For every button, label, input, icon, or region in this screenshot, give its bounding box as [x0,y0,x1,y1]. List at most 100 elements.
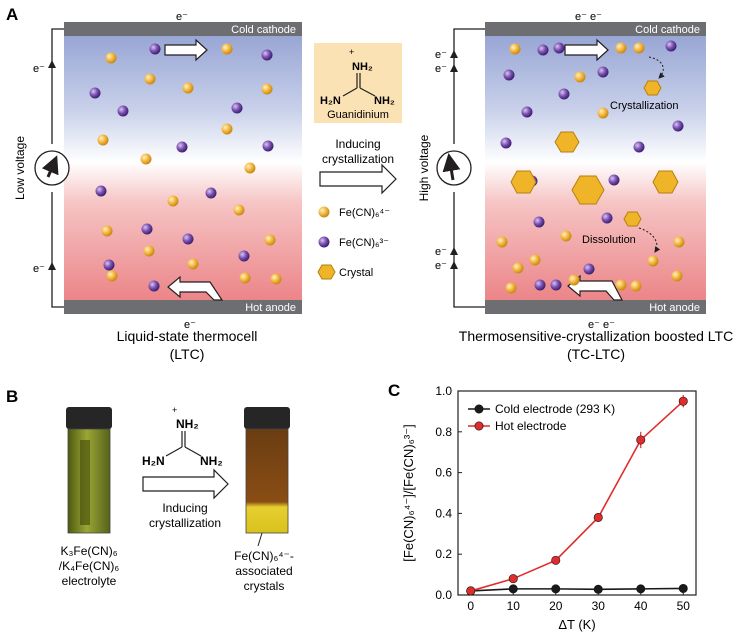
vial-before-caption: electrolyte [62,574,117,588]
legend-ferrocyanide: Fe(CN)₆⁴⁻ [339,207,390,219]
electron-flow-arrow [164,38,208,62]
electron-pair-label: e⁻ e⁻ [575,11,602,23]
ltc-abbreviation: (LTC) [170,346,205,362]
ltc-cell: Cold cathode Hot anode e⁻ e⁻ [64,11,302,331]
crystal-legend-icon [317,264,336,280]
legend-marker [474,421,484,431]
crystallization-label: crystallization [149,516,221,530]
current-arrow-icon [48,60,56,68]
vial-before-caption: /K₄Fe(CN)₆ [59,559,120,573]
x-tick-label: 50 [677,599,691,613]
hot-anode-bar [485,300,706,314]
data-point [551,555,561,565]
vial-before-caption: K₃Fe(CN)₆ [60,544,117,558]
inducing-label: Inducing [335,137,380,151]
ltc-external-circuit [34,28,70,308]
panel-b-label: B [6,387,18,406]
ferrocyanide-legend-icon [318,206,330,218]
legend-ferricyanide: Fe(CN)₆³⁻ [339,237,389,249]
electron-label: e⁻ [435,49,447,61]
process-arrow [142,468,229,500]
electron-label: e⁻ [33,263,45,275]
charge-plus: + [172,405,177,415]
h2n-group: H₂N [142,454,165,468]
dissolution-event-label: Dissolution [582,234,636,246]
hot-anode-label: Hot anode [245,302,296,314]
data-point [636,584,646,594]
x-tick-label: 10 [507,599,521,613]
electron-pair-label: e⁻ e⁻ [588,319,615,331]
electron-label: e⁻ [435,260,447,272]
x-tick-label: 40 [634,599,648,613]
current-arrow-icon [450,64,458,72]
electron-flow-arrow [167,275,224,301]
tc-ltc-abbreviation: (TC-LTC) [567,346,625,362]
data-point [593,584,603,594]
vial-after-caption: associated [235,564,292,578]
h2n-group: H₂N [320,95,341,107]
crystallization-label: crystallization [322,152,394,166]
legend-marker [474,404,484,414]
electron-flow-arrow [567,274,623,301]
y-tick-label: 0.2 [435,547,452,561]
series-line [470,400,684,592]
cold-cathode-bar [485,22,706,36]
y-tick-label: 0.6 [435,466,452,480]
ferricyanide-legend-icon [318,236,330,248]
tc-ltc-cell: Cold cathode Hot anode e⁻ e⁻ e⁻ e⁻ [485,11,706,331]
data-point [593,512,603,522]
cold-cathode-label: Cold cathode [231,24,296,36]
low-voltage-label: Low voltage [13,136,27,200]
data-point [636,435,646,445]
high-voltage-label: High voltage [417,134,431,201]
tc-ltc-title: Thermosensitive-crystallization boosted … [459,328,733,344]
electron-label: e⁻ [435,63,447,75]
current-arrow-icon [450,261,458,269]
y-tick-label: 1.0 [435,384,452,398]
vial-after-caption: Fe(CN)₆⁴⁻- [234,549,294,563]
y-tick-label: 0.8 [435,425,452,439]
y-axis-label: [Fe(CN)₆⁴⁻]/[Fe(CN)₆³⁻] [401,424,416,561]
x-tick-label: 30 [592,599,606,613]
y-tick-label: 0.4 [435,506,452,520]
x-axis-label: ΔT (K) [558,617,595,632]
plot-frame [457,390,697,596]
process-arrow [319,163,397,195]
hot-anode-bar [64,300,302,314]
vial-after [244,407,290,547]
legend-a: Fe(CN)₆⁴⁻ Fe(CN)₆³⁻ Crystal [317,206,390,280]
inducing-label: Inducing [162,501,207,515]
nh2-right-group: NH₂ [374,95,395,107]
nh2-right-group: NH₂ [200,454,223,468]
data-point [678,396,688,406]
tc-ltc-external-circuit [436,28,485,308]
current-arrow-icon [450,247,458,255]
y-tick-label: 0.0 [435,588,452,602]
data-point [678,583,688,593]
data-point [466,586,476,596]
vial-after-caption: crystals [244,579,285,593]
data-point [551,584,561,594]
crystallization-curved-arrow [648,56,665,79]
cold-cathode-label: Cold cathode [635,24,700,36]
current-arrow-icon [48,262,56,270]
x-tick-label: 20 [549,599,563,613]
guanidinium-box [314,43,402,123]
legend-label: Hot electrode [495,419,567,433]
charge-plus: + [349,47,354,57]
electron-flow-arrow [564,38,609,62]
panel-a-label: A [6,5,18,24]
crystals [510,80,679,227]
data-point [508,574,518,584]
guanidinium-label: Guanidinium [327,109,389,121]
hot-anode-label: Hot anode [649,302,700,314]
ltc-title: Liquid-state thermocell [117,328,258,344]
vial-before [66,407,112,534]
series-line [470,587,684,592]
cold-cathode-bar [64,22,302,36]
data-point [508,584,518,594]
electron-label: e⁻ [184,319,196,331]
crystallization-event-label: Crystallization [610,100,678,112]
